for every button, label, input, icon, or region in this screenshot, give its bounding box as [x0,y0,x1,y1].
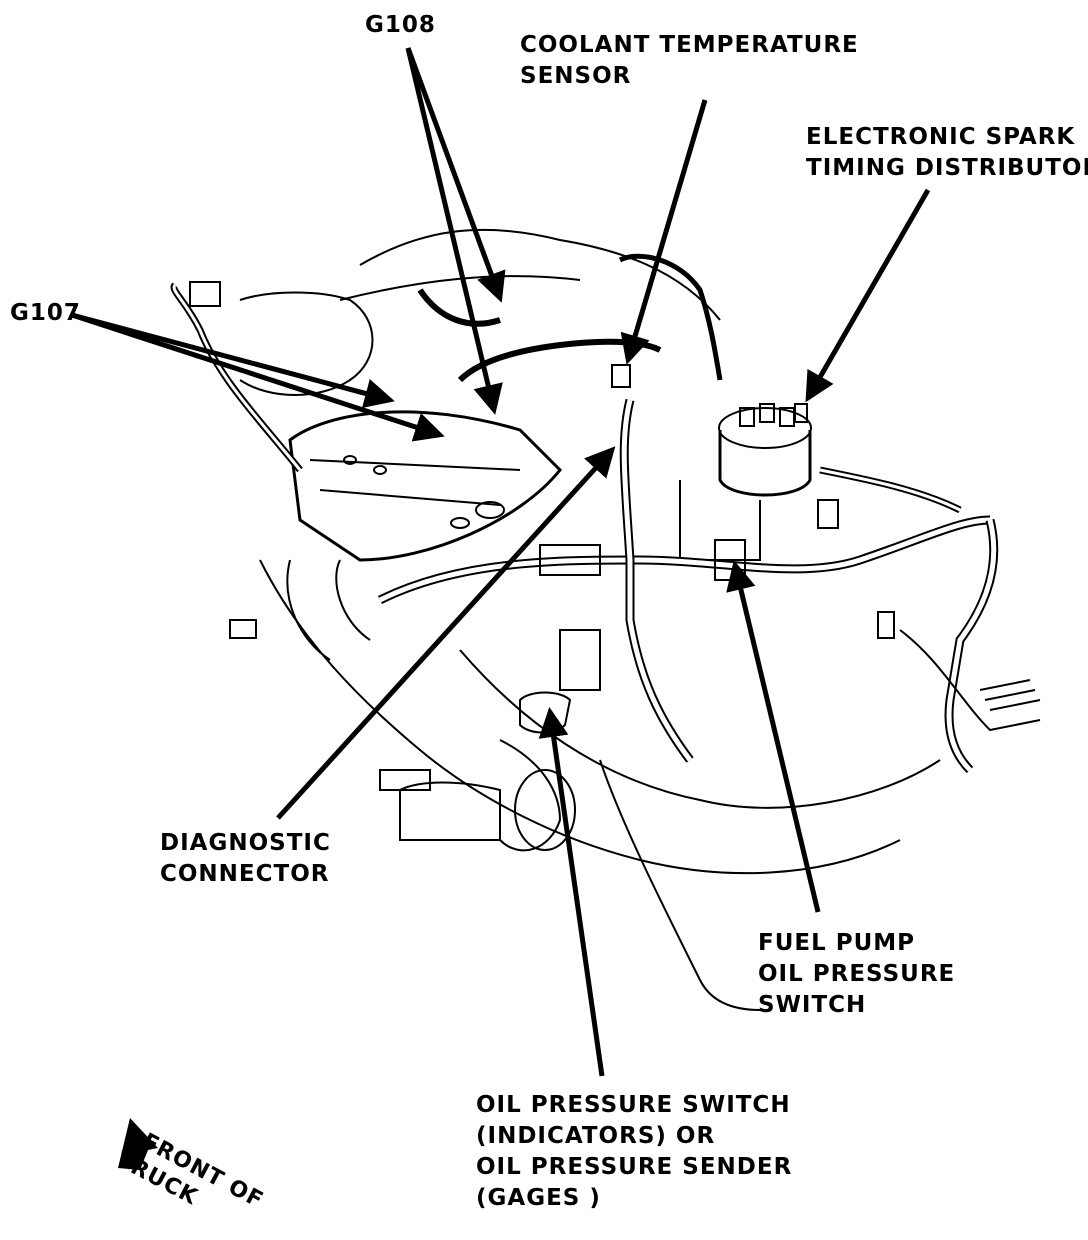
oil-line-3: OIL PRESSURE SENDER [476,1154,793,1180]
fuel-line-2: OIL PRESSURE [758,961,956,987]
label-oil-pressure-switch-sender: OIL PRESSURE SWITCH (INDICATORS) OR OIL … [476,1090,792,1214]
leader-lines [71,47,931,1077]
g108-text: G108 [365,12,436,38]
diag-line-1: DIAGNOSTIC [160,830,331,856]
front-direction-arrow-icon [118,1118,158,1170]
g108-leader-a [405,47,506,303]
oil-leader [538,707,605,1077]
fuel-line-3: SWITCH [758,992,867,1018]
label-diagnostic-connector: DIAGNOSTIC CONNECTOR [160,828,331,890]
label-g108: G108 [365,10,436,41]
fuel-line-1: FUEL PUMP [758,930,916,956]
engine-line-drawing [170,228,1041,1011]
oil-line-1: OIL PRESSURE SWITCH [476,1092,791,1118]
coolant-line-1: COOLANT TEMPERATURE [520,32,859,58]
g107-leader-b [71,312,445,442]
coolant-line-2: SENSOR [520,63,632,89]
oil-line-2: (INDICATORS) OR [476,1123,716,1149]
label-coolant-temperature-sensor: COOLANT TEMPERATURE SENSOR [520,30,859,92]
coolant-leader [620,99,708,365]
oil-line-4: (GAGES ) [476,1185,601,1211]
g107-text: G107 [10,300,81,326]
g108-leader-b [405,47,503,415]
diag-line-2: CONNECTOR [160,861,330,887]
spark-line-1: ELECTRONIC SPARK [806,124,1076,150]
label-fuel-pump-oil-pressure-switch: FUEL PUMP OIL PRESSURE SWITCH [758,928,955,1021]
diag-leader [276,446,616,820]
fuel-leader [726,560,821,913]
spark-line-2: TIMING DISTRIBUTOR [806,155,1088,181]
spark-leader [805,188,931,403]
label-electronic-spark-timing-distributor: ELECTRONIC SPARK TIMING DISTRIBUTOR [806,122,1088,184]
label-g107: G107 [10,298,81,329]
g107-leader-a [71,312,395,409]
